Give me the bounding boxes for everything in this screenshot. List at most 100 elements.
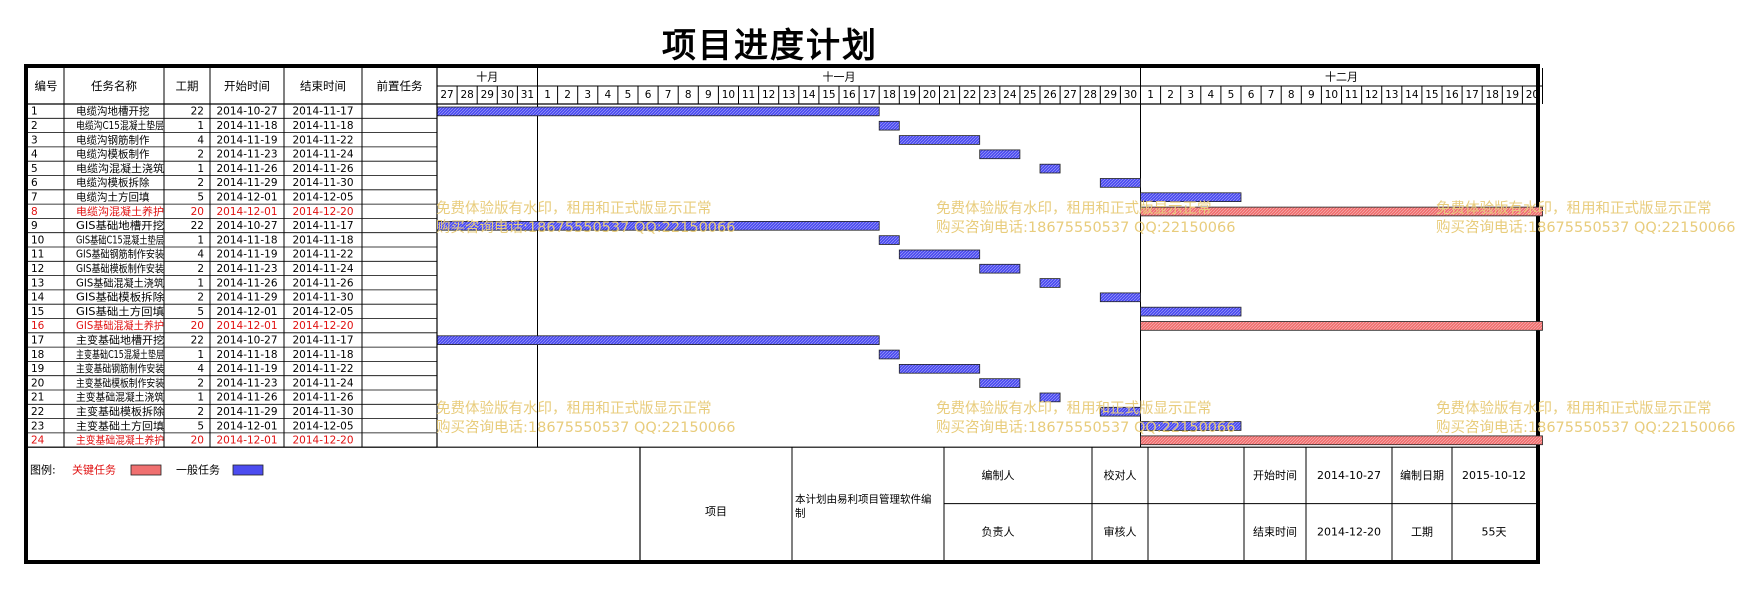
watermark: 免费体验版有水印，租用和正式版显示正常购买咨询电话:18675550537 QQ… <box>1436 201 1736 236</box>
task-id: 22 <box>31 406 44 418</box>
day-label: 13 <box>1385 89 1398 101</box>
task-id: 19 <box>31 363 44 375</box>
task-name: GIS基础C15混凝土垫层 <box>76 233 164 246</box>
day-label: 7 <box>665 89 672 101</box>
task-name: 电缆沟模板制作 <box>76 148 150 161</box>
task-id: 7 <box>31 191 38 203</box>
column-header-name: 任务名称 <box>91 79 137 93</box>
task-id: 9 <box>31 220 38 232</box>
month-label: 十一月 <box>823 70 856 84</box>
task-end: 2014-11-17 <box>292 334 353 346</box>
legend-normal-swatch <box>232 464 264 476</box>
task-duration: 22 <box>191 106 204 118</box>
task-name: 电缆沟土方回填 <box>76 190 150 203</box>
task-id: 5 <box>31 163 38 175</box>
task-name: 主变基础模板制作安装 <box>76 376 164 389</box>
task-id: 4 <box>31 149 38 161</box>
task-end: 2014-11-30 <box>292 406 353 418</box>
task-bar <box>1140 206 1543 217</box>
task-start: 2014-11-19 <box>216 134 277 146</box>
task-duration: 1 <box>197 277 204 289</box>
task-start: 2014-10-27 <box>216 334 277 346</box>
task-start: 2014-11-26 <box>216 392 277 404</box>
task-start: 2014-11-19 <box>216 363 277 375</box>
footer-date-label: 编制日期 <box>1400 468 1444 482</box>
task-start: 2014-11-23 <box>216 377 277 389</box>
task-id: 17 <box>31 334 44 346</box>
task-start: 2014-11-26 <box>216 163 277 175</box>
legend-label: 图例: <box>30 463 56 477</box>
task-end: 2014-11-26 <box>292 277 353 289</box>
task-duration: 1 <box>197 349 204 361</box>
day-label: 17 <box>862 89 875 101</box>
task-duration: 4 <box>197 363 204 375</box>
task-bar <box>898 249 981 260</box>
day-label: 20 <box>923 89 936 101</box>
task-name: 主变基础模板拆除 <box>76 405 165 418</box>
task-id: 24 <box>31 435 45 447</box>
day-label: 3 <box>1187 89 1194 101</box>
day-label: 21 <box>943 89 956 101</box>
legend-critical-label: 关键任务 <box>72 463 116 477</box>
task-name: 电缆沟模板拆除 <box>76 176 150 189</box>
task-duration: 2 <box>197 292 204 304</box>
gantt-frame <box>24 64 1540 564</box>
task-end: 2014-11-18 <box>292 349 353 361</box>
task-name: 主变基础C15混凝土垫层 <box>76 348 164 361</box>
task-id: 12 <box>31 263 44 275</box>
watermark: 免费体验版有水印，租用和正式版显示正常购买咨询电话:18675550537 QQ… <box>1436 401 1736 436</box>
watermark: 免费体验版有水印，租用和正式版显示正常购买咨询电话:18675550537 QQ… <box>936 201 1236 236</box>
task-bar <box>436 106 880 117</box>
task-start: 2014-10-27 <box>216 106 277 118</box>
day-label: 9 <box>1308 89 1315 101</box>
day-label: 28 <box>460 89 473 101</box>
task-bar <box>979 378 1021 388</box>
day-label: 13 <box>782 89 795 101</box>
column-header-duration: 工期 <box>176 79 199 93</box>
column-header-id: 编号 <box>35 79 58 93</box>
day-label: 6 <box>1248 89 1255 101</box>
task-bar <box>1039 278 1061 288</box>
task-start: 2014-12-01 <box>216 191 277 203</box>
task-id: 23 <box>31 420 44 432</box>
watermark: 免费体验版有水印，租用和正式版显示正常购买咨询电话:18675550537 QQ… <box>436 401 736 436</box>
task-duration: 1 <box>197 120 204 132</box>
task-name: 主变基础地槽开挖 <box>76 333 164 346</box>
footer-note: 本计划由易利项目管理软件编 <box>795 493 932 506</box>
task-bar <box>1140 192 1242 203</box>
task-start: 2014-11-19 <box>216 249 277 261</box>
footer-date-value: 2015-10-12 <box>1462 469 1526 482</box>
task-end: 2014-11-30 <box>292 177 353 189</box>
day-label: 26 <box>1043 89 1057 101</box>
task-name: 主变基础土方回填 <box>76 419 165 432</box>
task-bar <box>436 335 880 345</box>
day-label: 15 <box>822 89 835 101</box>
task-name: GIS基础模板拆除 <box>76 291 165 304</box>
day-label: 1 <box>544 89 551 101</box>
task-name: 电缆沟C15混凝土垫层 <box>76 119 164 132</box>
day-label: 27 <box>440 89 453 101</box>
footer-end-value: 2014-12-20 <box>1317 525 1381 538</box>
task-id: 6 <box>31 177 38 189</box>
task-id: 16 <box>31 320 45 332</box>
day-label: 1 <box>1147 89 1154 101</box>
month-label: 十月 <box>476 70 498 84</box>
footer-duration-label: 工期 <box>1411 525 1433 538</box>
day-label: 6 <box>645 89 652 101</box>
day-label: 16 <box>1445 89 1459 101</box>
footer-reviewer-label: 审核人 <box>1104 524 1137 538</box>
task-end: 2014-11-30 <box>292 292 353 304</box>
task-end: 2014-12-05 <box>292 306 353 318</box>
task-start: 2014-12-01 <box>216 306 277 318</box>
legend-normal-label: 一般任务 <box>176 464 220 477</box>
footer-note: 制 <box>795 507 806 520</box>
day-label: 30 <box>501 89 514 101</box>
day-label: 30 <box>1124 89 1137 101</box>
task-start: 2014-11-18 <box>216 234 277 246</box>
task-end: 2014-11-22 <box>292 363 353 375</box>
day-label: 28 <box>1084 89 1097 101</box>
task-start: 2014-12-01 <box>216 320 277 332</box>
day-label: 19 <box>1506 89 1519 101</box>
task-name: 电缆沟混凝土浇筑 <box>76 162 165 175</box>
day-label: 18 <box>1486 89 1499 101</box>
